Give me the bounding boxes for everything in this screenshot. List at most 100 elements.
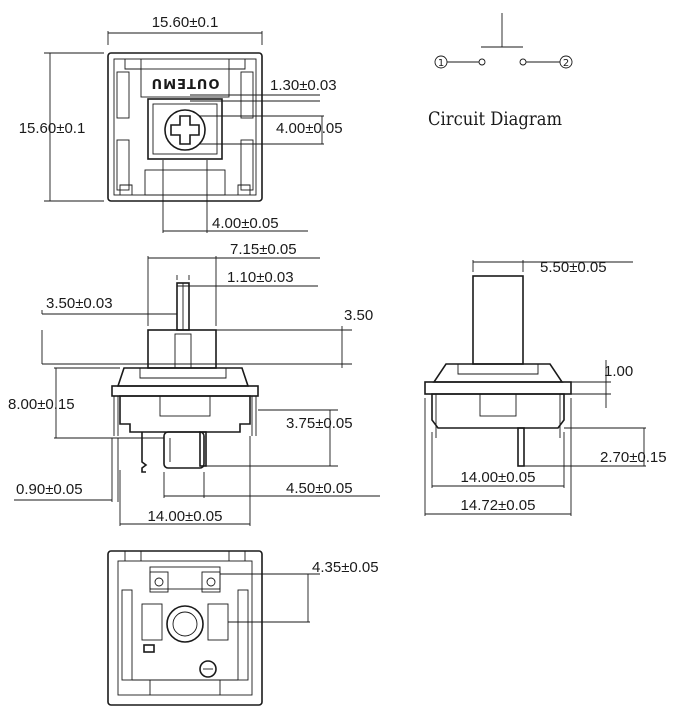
dim-line-side-stem: [472, 260, 633, 272]
dim-travel: 3.50: [344, 307, 373, 324]
front-stem-slot: [174, 333, 192, 369]
top-view-clip-left: [124, 59, 142, 70]
dim-line-bottom-offset: [220, 573, 320, 623]
side-view: 5.50±0.05 1.00 2.70±0.15 14.00±0.05 14.7…: [424, 259, 667, 516]
front-stem-housing: [147, 329, 217, 369]
bottom-contact-right-dot: [206, 577, 216, 587]
top-view-clip-right: [228, 59, 246, 70]
top-view-rail-right-lower: [240, 139, 254, 191]
side-pin: [517, 427, 525, 467]
top-view-rail-left-lower: [116, 139, 130, 191]
front-pin-left: [141, 432, 148, 473]
dim-line-top-width: [107, 31, 263, 45]
bottom-pin-hole-square: [143, 644, 155, 653]
bottom-window-right: [207, 603, 229, 641]
dim-line-travel: [42, 326, 352, 368]
stem-circle: [164, 109, 206, 151]
top-view-rail-left: [116, 71, 130, 119]
cross-stem: [170, 115, 200, 145]
dim-line-pin-length: [206, 409, 338, 467]
dim-bottom: 2.70±0.15: [600, 449, 667, 466]
dim-line-lip: [571, 360, 611, 408]
circuit-contact-left: [478, 58, 486, 66]
dim-line-stem-housing: [147, 256, 320, 326]
dim-inner-width: 14.00±0.05: [461, 469, 536, 486]
bottom-center-post: [166, 605, 204, 643]
front-top-housing: [116, 367, 250, 387]
dim-line-body-height: [54, 367, 164, 439]
dim-stem-housing: 7.15±0.05: [230, 241, 297, 258]
side-clips: [435, 394, 561, 438]
circuit-diagram: 1 2 Circuit Diagram: [428, 13, 573, 130]
dim-line-stem-width: [162, 160, 308, 233]
top-view-housing: [107, 52, 263, 202]
bottom-rail-right: [237, 589, 249, 681]
circuit-title: Circuit Diagram: [428, 108, 562, 130]
front-center-post: [163, 431, 205, 469]
dim-side-stem: 5.50±0.05: [540, 259, 607, 276]
dim-line-cross-arm: [190, 94, 320, 102]
dim-line-bottom: [524, 427, 646, 467]
front-view: 7.15±0.05 1.10±0.03 3.50±0.03 3.50 8.00±…: [8, 241, 380, 526]
front-side-clips: [113, 396, 257, 436]
stem-frame-inner: [152, 103, 218, 155]
dim-line-outer-width: [424, 398, 572, 516]
bottom-top-tabs: [124, 551, 246, 561]
bottom-view: 4.35±0.05: [107, 550, 379, 706]
dim-stem-height: 3.50±0.03: [46, 295, 113, 312]
dim-post: 4.50±0.05: [286, 480, 353, 497]
pin2-label: 2: [563, 58, 569, 69]
dim-cross-size: 4.00±0.05: [276, 120, 343, 137]
dim-line-clip: [14, 438, 119, 502]
dim-outer-width: 14.72±0.05: [461, 497, 536, 514]
dim-top-width: 15.60±0.1: [152, 14, 219, 31]
dim-stem-tip: 1.10±0.03: [227, 269, 294, 286]
front-top-housing-inner: [139, 368, 227, 379]
dim-clip: 0.90±0.05: [16, 481, 83, 498]
side-top-housing: [432, 363, 564, 383]
front-plate: [111, 385, 259, 397]
dim-pin-length: 3.75±0.05: [286, 415, 353, 432]
dim-base-width: 14.00±0.05: [148, 508, 223, 525]
dim-stem-width: 4.00±0.05: [212, 215, 279, 232]
front-bottom-body: [119, 395, 251, 433]
side-top-housing-inner: [457, 364, 539, 375]
dim-line-cross-size: [200, 115, 324, 145]
bottom-housing: [107, 550, 263, 706]
brand-plate: [140, 68, 230, 98]
pin1-label: 1: [438, 58, 444, 69]
circuit-contact-right: [519, 58, 527, 66]
bottom-pin-hole-round: [199, 660, 217, 678]
side-stem: [472, 275, 524, 365]
front-center-boss: [159, 395, 211, 417]
front-pin-right: [199, 431, 207, 467]
top-view-lower-slot: [144, 169, 226, 196]
stem-frame: [147, 98, 223, 160]
bottom-inner-frame: [117, 560, 253, 696]
dim-line-stem-height: [41, 310, 177, 364]
dim-line-base-width: [119, 436, 251, 526]
bottom-rail-left: [121, 589, 133, 681]
brand-text: OUTEMU: [151, 75, 220, 90]
side-center-boss: [479, 393, 517, 417]
top-view: OUTEMU 15.60±0.1 15.60±0.1 1.30±0.03 4.0…: [19, 14, 343, 233]
side-bottom-body: [431, 393, 565, 429]
bottom-contact-left-dot: [154, 577, 164, 587]
dim-line-stem-tip: [176, 275, 318, 287]
bottom-contact-right: [201, 571, 221, 593]
dim-line-top-height: [44, 52, 104, 202]
bottom-window-left: [141, 603, 163, 641]
dim-lip: 1.00: [604, 363, 633, 380]
dim-line-inner-width: [431, 432, 565, 488]
dim-body-height: 8.00±0.15: [8, 396, 75, 413]
pin2-marker: [559, 55, 573, 69]
dim-line-post: [163, 472, 380, 498]
bottom-contact-left: [149, 571, 169, 593]
bottom-center-post-inner: [172, 611, 198, 637]
dim-bottom-offset: 4.35±0.05: [312, 559, 379, 576]
dim-cross-arm: 1.30±0.03: [270, 77, 337, 94]
bottom-lower-details: [132, 679, 238, 695]
dim-top-height: 15.60±0.1: [19, 120, 86, 137]
